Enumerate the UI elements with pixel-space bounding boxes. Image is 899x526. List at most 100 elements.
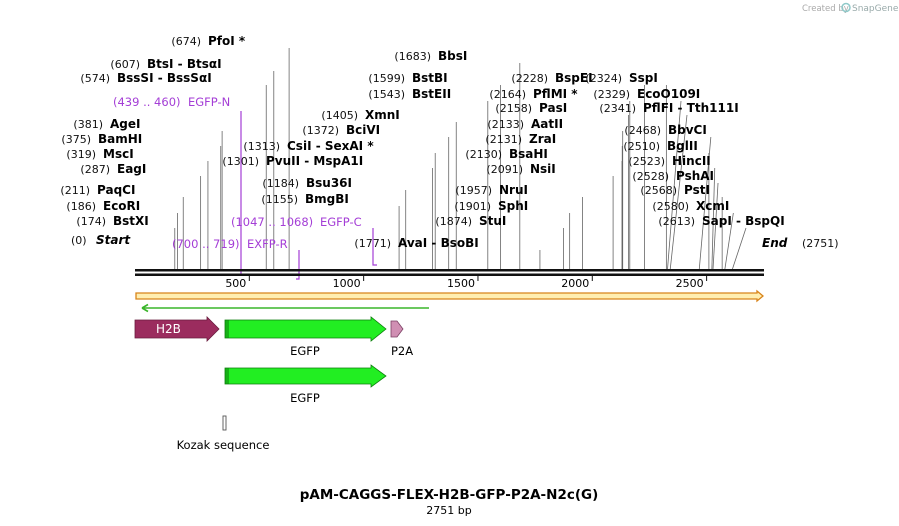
restriction-site-label[interactable]: BspEI bbox=[555, 71, 593, 85]
restriction-site-label[interactable]: PvuII - MspA1I bbox=[266, 154, 363, 168]
site-position: (1405) bbox=[321, 109, 358, 122]
restriction-site-label[interactable]: SapI - BspQI bbox=[702, 214, 785, 228]
restriction-site-label[interactable]: SphI bbox=[498, 199, 528, 213]
sequence-backbone bbox=[135, 269, 764, 276]
site-position: (375) bbox=[61, 133, 91, 146]
restriction-site-label[interactable]: BbsI bbox=[438, 49, 467, 63]
restriction-site-label[interactable]: BssSI - BssSαI bbox=[117, 71, 212, 85]
site-position: (2568) bbox=[640, 184, 677, 197]
site-position: (2613) bbox=[658, 215, 695, 228]
feature-p2a[interactable]: P2A bbox=[390, 320, 413, 358]
site-position: (2751) bbox=[802, 237, 839, 250]
site-position: (0) bbox=[71, 234, 87, 247]
map-subtitle: 2751 bp bbox=[426, 504, 471, 517]
primer-mark-egfp-c bbox=[372, 228, 377, 266]
feature-egfp-1-label: EGFP bbox=[290, 344, 320, 358]
restriction-site-label[interactable]: AatII bbox=[531, 117, 563, 131]
restriction-site-label[interactable]: AgeI bbox=[110, 117, 140, 131]
site-position: (2091) bbox=[486, 163, 523, 176]
site-position: (1957) bbox=[455, 184, 492, 197]
restriction-site-label[interactable]: XmnI bbox=[365, 108, 400, 122]
restriction-site-label[interactable]: BstBI bbox=[412, 71, 448, 85]
restriction-site-label[interactable]: BglII bbox=[667, 139, 698, 153]
restriction-site-label[interactable]: CsiI - SexAI * bbox=[287, 139, 374, 153]
sequence-end-label[interactable]: Start bbox=[96, 233, 131, 247]
site-leader bbox=[712, 182, 719, 270]
sequence-end-label[interactable]: End bbox=[762, 236, 788, 250]
orf-bar bbox=[135, 289, 765, 303]
restriction-site-label[interactable]: NruI bbox=[499, 183, 528, 197]
restriction-site-label[interactable]: Bsu36I bbox=[306, 176, 352, 190]
site-position: (1372) bbox=[302, 124, 339, 137]
site-position: (2528) bbox=[632, 170, 669, 183]
site-position: (2131) bbox=[485, 133, 522, 146]
restriction-site-label[interactable]: PflMI * bbox=[533, 87, 578, 101]
restriction-site-label[interactable]: EcoRI bbox=[103, 199, 140, 213]
restriction-site-label[interactable]: PfoI * bbox=[208, 34, 246, 48]
site-position: (381) bbox=[73, 118, 103, 131]
primer-mark-exfp-r bbox=[296, 250, 300, 280]
site-leader bbox=[711, 167, 716, 270]
feature-egfp-1[interactable]: EGFP bbox=[224, 316, 387, 358]
restriction-site-label[interactable]: BamHI bbox=[98, 132, 142, 146]
restriction-site-label[interactable]: BmgBI bbox=[305, 192, 349, 206]
restriction-site-label[interactable]: BstEII bbox=[412, 87, 451, 101]
restriction-site-label[interactable]: XcmI bbox=[696, 199, 729, 213]
restriction-site-label[interactable]: PasI bbox=[539, 101, 567, 115]
map-title: pAM-CAGGS-FLEX-H2B-GFP-P2A-N2c(G) bbox=[300, 487, 599, 503]
feature-h2b[interactable]: H2B bbox=[134, 316, 220, 342]
site-position: (1683) bbox=[394, 50, 431, 63]
site-position: (1313) bbox=[243, 140, 280, 153]
restriction-site-label[interactable]: PshAI bbox=[676, 169, 714, 183]
site-position: (287) bbox=[80, 163, 110, 176]
site-position: (2580) bbox=[652, 200, 689, 213]
primer-exfp-r-name: EXFP-R bbox=[247, 237, 288, 251]
site-position: (2158) bbox=[495, 102, 532, 115]
restriction-site-label[interactable]: MscI bbox=[103, 147, 134, 161]
feature-kozak-label: Kozak sequence bbox=[177, 438, 270, 452]
site-position: (607) bbox=[110, 58, 140, 71]
site-leader bbox=[669, 114, 688, 270]
restriction-site-label[interactable]: BstXI bbox=[113, 214, 149, 228]
site-position: (2228) bbox=[511, 72, 548, 85]
site-position: (2523) bbox=[628, 155, 665, 168]
primer-egfp-n-range: (439 .. 460) bbox=[113, 95, 181, 109]
site-leader bbox=[724, 212, 734, 270]
site-leader bbox=[732, 227, 747, 270]
snapgene-logo-icon bbox=[841, 2, 851, 13]
scale-tick-label: 2000 bbox=[561, 277, 589, 290]
site-position: (174) bbox=[76, 215, 106, 228]
site-position: (2324) bbox=[585, 72, 622, 85]
restriction-site-label[interactable]: BciVI bbox=[346, 123, 380, 137]
restriction-site-label[interactable]: ZraI bbox=[529, 132, 556, 146]
feature-kozak[interactable]: Kozak sequence bbox=[177, 415, 270, 452]
restriction-site-label[interactable]: StuI bbox=[479, 214, 506, 228]
restriction-site-label[interactable]: HincII bbox=[672, 154, 711, 168]
restriction-site-label[interactable]: PstI bbox=[684, 183, 710, 197]
restriction-site-label[interactable]: EagI bbox=[117, 162, 146, 176]
restriction-site-label[interactable]: NsiI bbox=[530, 162, 556, 176]
restriction-site-label[interactable]: AvaI - BsoBI bbox=[398, 236, 479, 250]
restriction-site-label[interactable]: EcoO109I bbox=[637, 87, 700, 101]
restriction-site-label[interactable]: BtsI - BtsαI bbox=[147, 57, 222, 71]
primer-exfp-r-range: (700 .. 719) bbox=[172, 237, 240, 251]
restriction-site-label[interactable]: BsaHI bbox=[509, 147, 548, 161]
site-position: (1184) bbox=[262, 177, 299, 190]
site-position: (2329) bbox=[593, 88, 630, 101]
restriction-site-label[interactable]: PaqCI bbox=[97, 183, 135, 197]
site-position: (2341) bbox=[599, 102, 636, 115]
feature-egfp-2-label: EGFP bbox=[290, 391, 320, 405]
restriction-site-label[interactable]: BbvCI bbox=[668, 123, 707, 137]
restriction-site-label[interactable]: SspI bbox=[629, 71, 658, 85]
site-position: (186) bbox=[66, 200, 96, 213]
scale-tick-label: 1500 bbox=[447, 277, 475, 290]
primer-annotations: (439 .. 460) EGFP-N (1047 .. 1068) EGFP-… bbox=[113, 95, 377, 280]
site-position: (1155) bbox=[261, 193, 298, 206]
site-leader-lines bbox=[174, 48, 747, 270]
site-position: (2133) bbox=[487, 118, 524, 131]
restriction-site-label[interactable]: PflFI - Tth111I bbox=[643, 101, 739, 115]
site-position: (574) bbox=[80, 72, 110, 85]
feature-egfp-2[interactable]: EGFP bbox=[224, 364, 387, 405]
site-position: (2164) bbox=[489, 88, 526, 101]
